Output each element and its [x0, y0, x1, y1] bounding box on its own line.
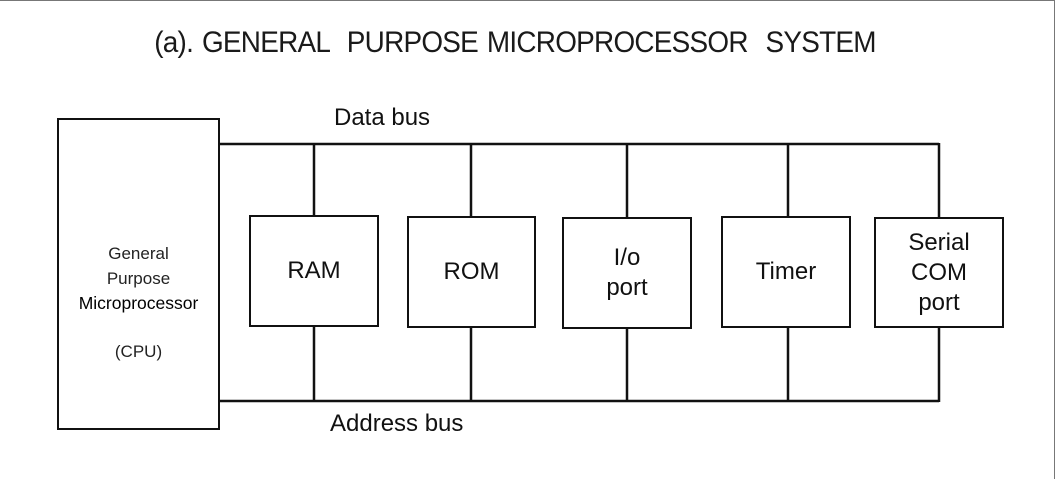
cpu-label-line3: Microprocessor [78, 293, 199, 313]
diagram-title: (a). GENERAL PURPOSE MICROPROCESSOR SYST… [154, 26, 876, 59]
ram-label: RAM [287, 257, 341, 284]
timer-block: Timer [721, 216, 851, 328]
serial-com-port-label-line1: Serial [908, 228, 970, 256]
serial-com-port-block: Serial COM port [874, 217, 1004, 328]
io-port-label-line2: port [606, 274, 648, 301]
address-bus-label: Address bus [330, 410, 464, 437]
rom-block: ROM [407, 216, 536, 328]
serial-com-port-label-line2: COM [910, 258, 967, 286]
timer-label: Timer [755, 258, 817, 285]
rom-label: ROM [443, 258, 500, 285]
ram-block: RAM [249, 215, 379, 327]
io-port-block: I/o port [562, 217, 692, 329]
cpu-block: General Purpose Microprocessor (CPU) [57, 118, 220, 430]
io-port-label-line1: I/o [613, 244, 641, 271]
cpu-label-line2: Purpose [106, 269, 171, 288]
data-bus-label: Data bus [334, 104, 431, 131]
cpu-label-line1: General [108, 244, 169, 263]
cpu-label-line4: (CPU) [114, 342, 163, 361]
serial-com-port-label-line3: port [918, 288, 960, 316]
